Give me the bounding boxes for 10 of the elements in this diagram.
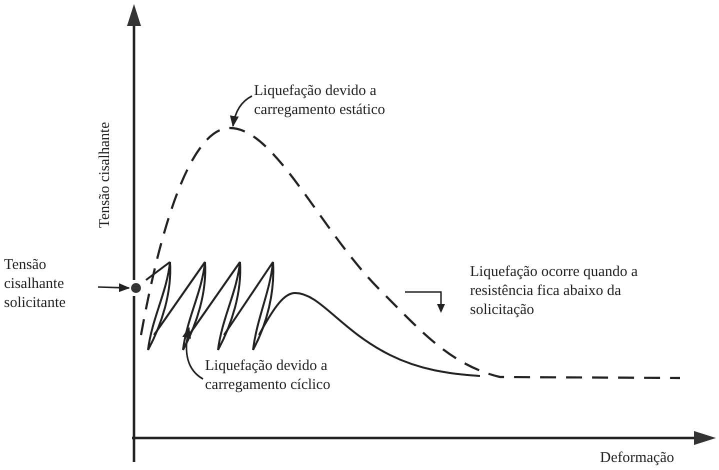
arrow bbox=[98, 283, 130, 292]
point-marker bbox=[131, 283, 141, 293]
annotation-text: Liquefação devido a carregamento cíclico bbox=[205, 357, 332, 395]
leader-arrow bbox=[230, 95, 252, 128]
leader-arrow bbox=[182, 326, 204, 380]
annotation-text: Liquefação ocorre quando a resistência fica abaixo da solicitação bbox=[470, 263, 639, 320]
axis-title: Tensão cisalhante bbox=[96, 122, 114, 228]
axis-title: Deformação bbox=[600, 449, 674, 467]
annotation-text: Liquefação devido a carregamento estático bbox=[254, 82, 386, 120]
annotation-text: Tensão cisalhante solicitante bbox=[4, 256, 67, 313]
